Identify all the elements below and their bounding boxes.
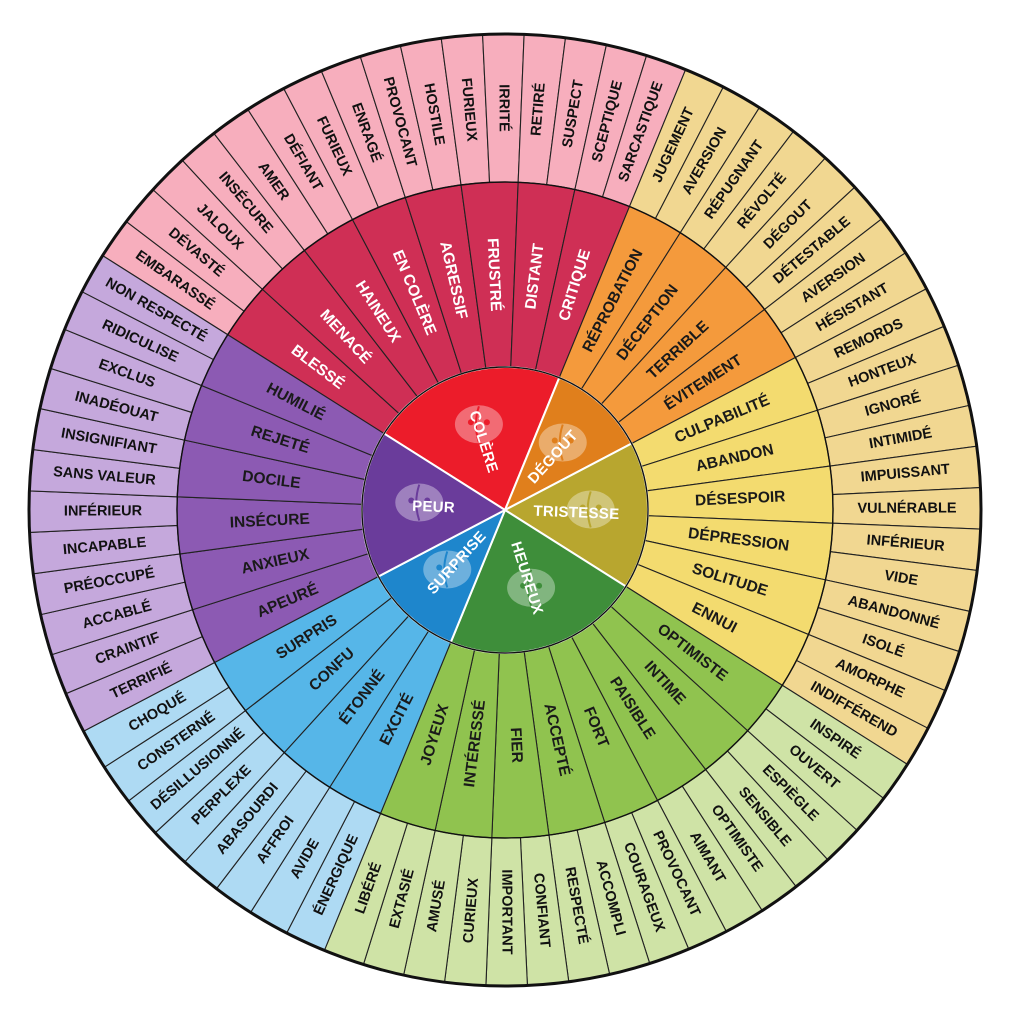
- sad-brain-icon: [566, 490, 615, 529]
- core-rim: [361, 366, 649, 654]
- outer-word-label: IRRITÉ: [496, 84, 513, 132]
- middle-feeling-label: FRUSTRÉ: [484, 238, 504, 312]
- core-emotion-label-tristesse: TRISTESSE: [533, 503, 620, 523]
- outer-word-label: CONFIANT: [530, 872, 553, 948]
- outer-rim: [27, 32, 983, 988]
- ring-outlines: [27, 32, 983, 988]
- middle-feeling-label: INSÉCURE: [229, 511, 310, 532]
- outer-word-label: INFÉRIEUR: [866, 531, 946, 555]
- middle-feeling-label: DÉSESPOIR: [695, 488, 786, 509]
- outer-word-label: VIDE: [883, 568, 919, 590]
- outer-word-label: VULNÉRABLE: [857, 499, 956, 516]
- outer-word-label: FURIEUX: [458, 77, 480, 142]
- core-emotion-label-peur: PEUR: [412, 498, 456, 517]
- outer-word-label: INCAPABLE: [62, 535, 147, 559]
- surprised-brain-icon: [423, 550, 472, 589]
- outer-word-label: CURIEUX: [461, 877, 482, 944]
- disgusted-brain-icon: [538, 423, 587, 462]
- happy-brain-icon: [507, 568, 556, 607]
- outer-word-label: INFÉRIEUR: [64, 502, 143, 519]
- scared-brain-icon: [395, 483, 444, 522]
- angry-brain-icon: [454, 405, 503, 444]
- outer-word-label: IMPORTANT: [498, 869, 514, 954]
- outer-word-label: RETIRÉ: [527, 82, 548, 137]
- middle-rim: [176, 181, 834, 839]
- middle-feeling-label: FIER: [507, 727, 526, 763]
